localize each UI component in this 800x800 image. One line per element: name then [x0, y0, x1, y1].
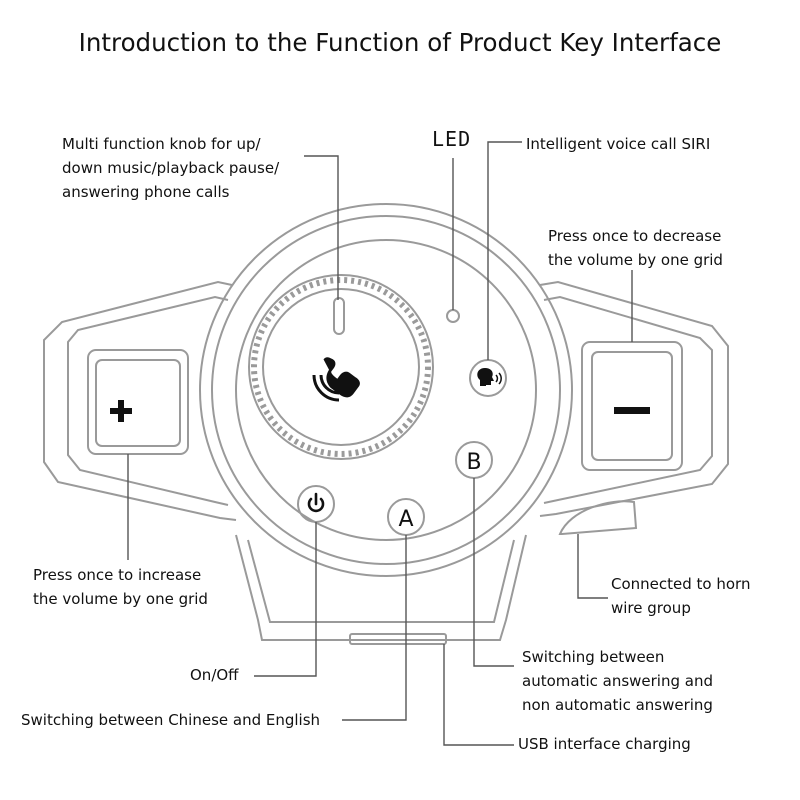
callout-a-button: Switching between Chinese and English: [21, 711, 321, 729]
leader-siri: [487, 141, 522, 360]
callout-siri: Intelligent voice call SIRI: [526, 135, 711, 153]
callout-onoff: On/Off: [190, 666, 239, 684]
diagram-title: Introduction to the Function of Product …: [78, 28, 722, 57]
outer-body-ring: [199, 203, 573, 577]
leader-knob: [304, 155, 339, 300]
plus-icon: [110, 400, 132, 422]
horn-connector: [558, 500, 638, 535]
callout-plus: Press once to increase the volume by one…: [33, 566, 208, 608]
button-face: [235, 239, 537, 541]
inner-body-ring: [211, 215, 561, 565]
callout-horn: Connected to horn wire group: [611, 575, 751, 617]
voice-speaking-icon: [477, 368, 502, 386]
knob-inner: [262, 288, 420, 446]
leader-b-button: [473, 478, 514, 667]
minus-key-frame: [581, 341, 683, 471]
led-label: LED: [432, 127, 472, 151]
right-wing-housing: [539, 280, 729, 517]
leader-onoff: [254, 522, 317, 677]
knob-indicator-slot: [333, 297, 345, 335]
a-button-label: A: [398, 507, 413, 532]
leader-horn: [577, 534, 608, 599]
callout-minus: Press once to decrease the volume by one…: [548, 227, 723, 269]
callout-usb: USB interface charging: [518, 735, 691, 753]
callout-knob: Multi function knob for up/ down music/p…: [62, 135, 280, 201]
right-wing-inner: [543, 295, 713, 504]
phone-call-icon: [312, 357, 360, 402]
plus-key-frame: [87, 349, 189, 455]
left-wing-inner: [67, 295, 229, 506]
usb-port: [349, 633, 447, 645]
b-button-label: B: [466, 450, 481, 475]
lower-base-inner: [247, 539, 515, 623]
leader-usb: [443, 644, 514, 746]
led-indicator: [446, 309, 460, 323]
knob-outer-ring: [248, 274, 434, 460]
lower-base: [235, 534, 527, 641]
minus-icon: [614, 407, 650, 414]
left-wing-housing: [43, 280, 237, 521]
power-icon: [307, 492, 325, 513]
minus-key-inner: [591, 351, 673, 461]
leader-a-button: [342, 535, 407, 721]
knob-teeth: [251, 277, 431, 457]
callout-b-button: Switching between automatic answering an…: [522, 648, 713, 714]
plus-key-inner: [95, 359, 181, 447]
